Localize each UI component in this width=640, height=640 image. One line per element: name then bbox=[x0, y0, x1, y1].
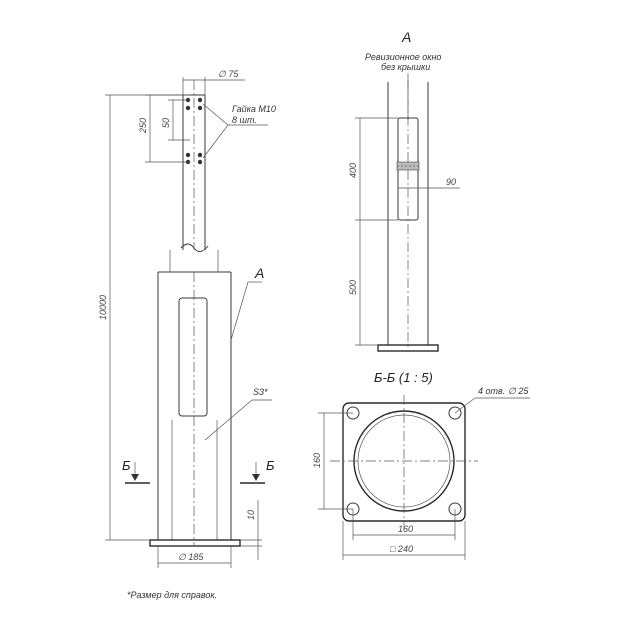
dim-185-text: ∅ 185 bbox=[178, 552, 204, 562]
weld-label: S3* bbox=[253, 387, 268, 397]
dim-top-diameter: ∅ 75 bbox=[182, 69, 245, 95]
view-a-pole-label: А bbox=[254, 265, 264, 281]
dim-90: 90 bbox=[446, 177, 456, 187]
nut-label: Гайка М10 bbox=[232, 104, 276, 114]
dim-10000-text: 10000 bbox=[98, 295, 108, 320]
dim-250: 250 bbox=[138, 118, 148, 134]
dim-10000: 10000 bbox=[98, 94, 183, 541]
dim-160-horizontal: 160 bbox=[398, 524, 413, 534]
cut-left-label: Б bbox=[122, 458, 131, 473]
inspection-window-label: Ревизионное окно bbox=[365, 52, 441, 62]
hole-diameter-label: ∅ 25 bbox=[508, 386, 529, 396]
cut-right-label: Б bbox=[266, 458, 275, 473]
section-bb: Б-Б (1 : 5) 4 отв. ∅ 25 160 160 □ 2 bbox=[312, 370, 530, 560]
pole-elevation bbox=[149, 80, 241, 547]
dim-500: 500 bbox=[348, 280, 358, 295]
nut-qty-label: 8 шт. bbox=[232, 115, 257, 125]
holes-label: 4 отв. bbox=[478, 386, 505, 396]
dim-400: 400 bbox=[348, 163, 358, 178]
dim-240: □ 240 bbox=[390, 544, 413, 554]
dim-10-text: 10 bbox=[246, 510, 256, 520]
view-a-detail: А Ревизионное окно без крышки 400 500 90 bbox=[348, 29, 460, 352]
footnote: *Размер для справок. bbox=[127, 590, 217, 600]
view-a-callout: А bbox=[230, 265, 264, 341]
weld-callout: S3* bbox=[204, 387, 272, 441]
dim-50: 50 bbox=[161, 118, 171, 128]
dim-160-vertical: 160 bbox=[312, 453, 322, 468]
view-a-title: А bbox=[401, 29, 411, 45]
dim-185: ∅ 185 bbox=[157, 546, 232, 568]
dim-top-bolts: 250 50 bbox=[138, 94, 190, 163]
dim-top-diameter-text: ∅ 75 bbox=[218, 69, 239, 79]
dim-10: 10 bbox=[240, 500, 262, 560]
inspection-window-label-2: без крышки bbox=[381, 62, 430, 72]
cut-marks: Б Б bbox=[122, 458, 275, 484]
section-title: Б-Б (1 : 5) bbox=[374, 370, 433, 385]
nut-callout: Гайка М10 8 шт. bbox=[202, 103, 276, 159]
